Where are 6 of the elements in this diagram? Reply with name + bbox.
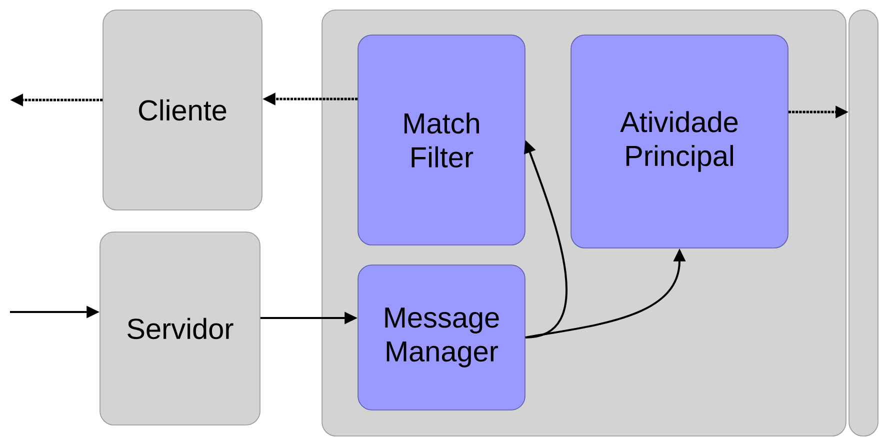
container-box xyxy=(848,10,878,436)
component-box: Atividade Principal xyxy=(570,34,788,248)
process-box: Cliente xyxy=(102,10,262,210)
process-box: Servidor xyxy=(100,232,260,426)
component-box: Message Manager xyxy=(358,264,526,410)
component-box: Match Filter xyxy=(358,34,526,246)
